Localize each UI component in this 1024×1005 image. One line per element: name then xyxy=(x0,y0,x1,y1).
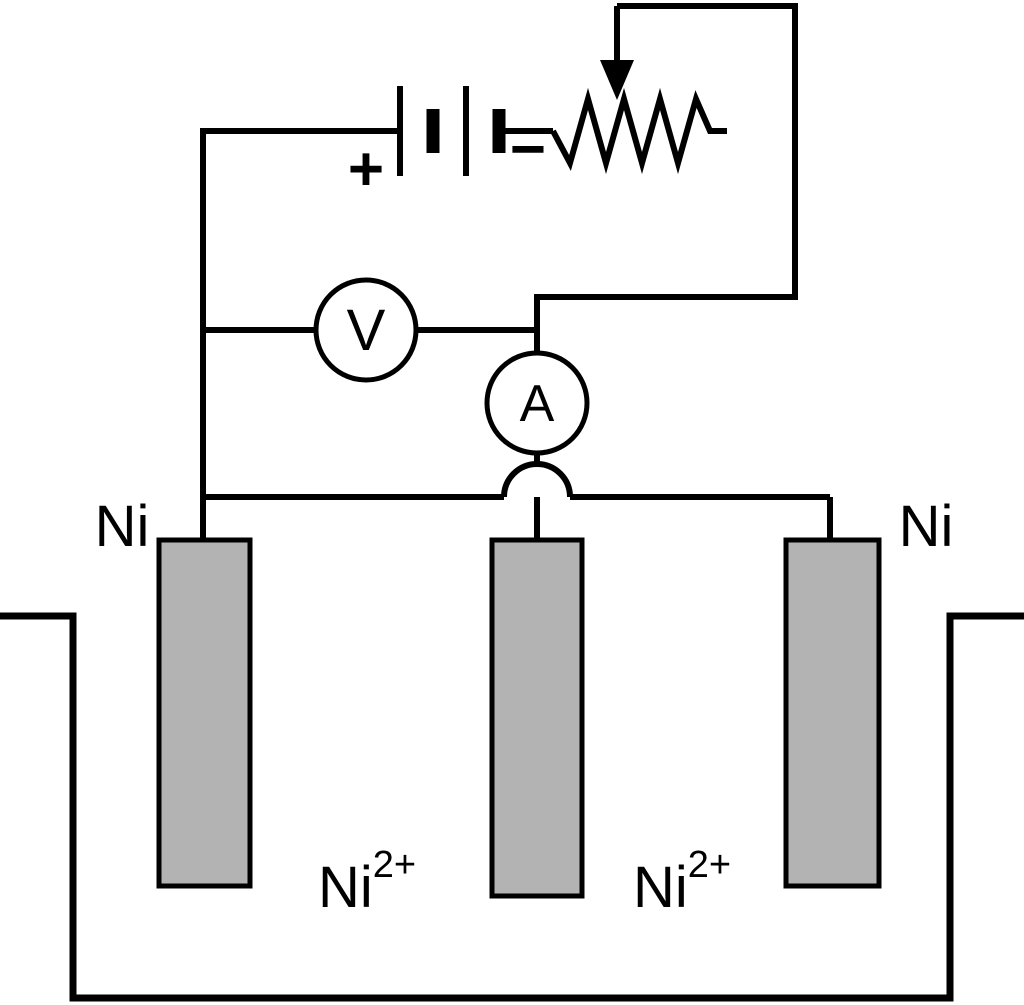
voltmeter xyxy=(313,277,419,383)
solution-ion-label-2: Ni2+ xyxy=(633,844,731,920)
voltmeter-label: V xyxy=(347,298,386,363)
ammeter xyxy=(484,350,590,456)
rheostat-zigzag xyxy=(550,87,727,175)
ion-base: Ni xyxy=(633,855,688,920)
electrode-center xyxy=(489,537,585,899)
wire-hop-arc xyxy=(501,461,573,498)
electrode-label-right: Ni xyxy=(899,494,954,559)
electrode-label-left: Ni xyxy=(95,494,150,559)
beaker-outline xyxy=(0,612,1024,1002)
battery-negative-label: − xyxy=(510,115,546,184)
wire-top-loop xyxy=(534,3,798,353)
rheostat-arrow-icon xyxy=(600,60,634,100)
battery-positive-label: + xyxy=(348,135,384,204)
wire-left-feed xyxy=(200,128,397,540)
ion-superscript: 2+ xyxy=(373,844,416,886)
solution-ion-label-1: Ni2+ xyxy=(318,844,416,920)
electrode-left xyxy=(156,537,253,889)
ion-base: Ni xyxy=(318,855,373,920)
battery xyxy=(397,86,506,176)
ammeter-label: A xyxy=(520,375,555,433)
ion-superscript: 2+ xyxy=(688,844,731,886)
electrode-right xyxy=(783,537,882,889)
